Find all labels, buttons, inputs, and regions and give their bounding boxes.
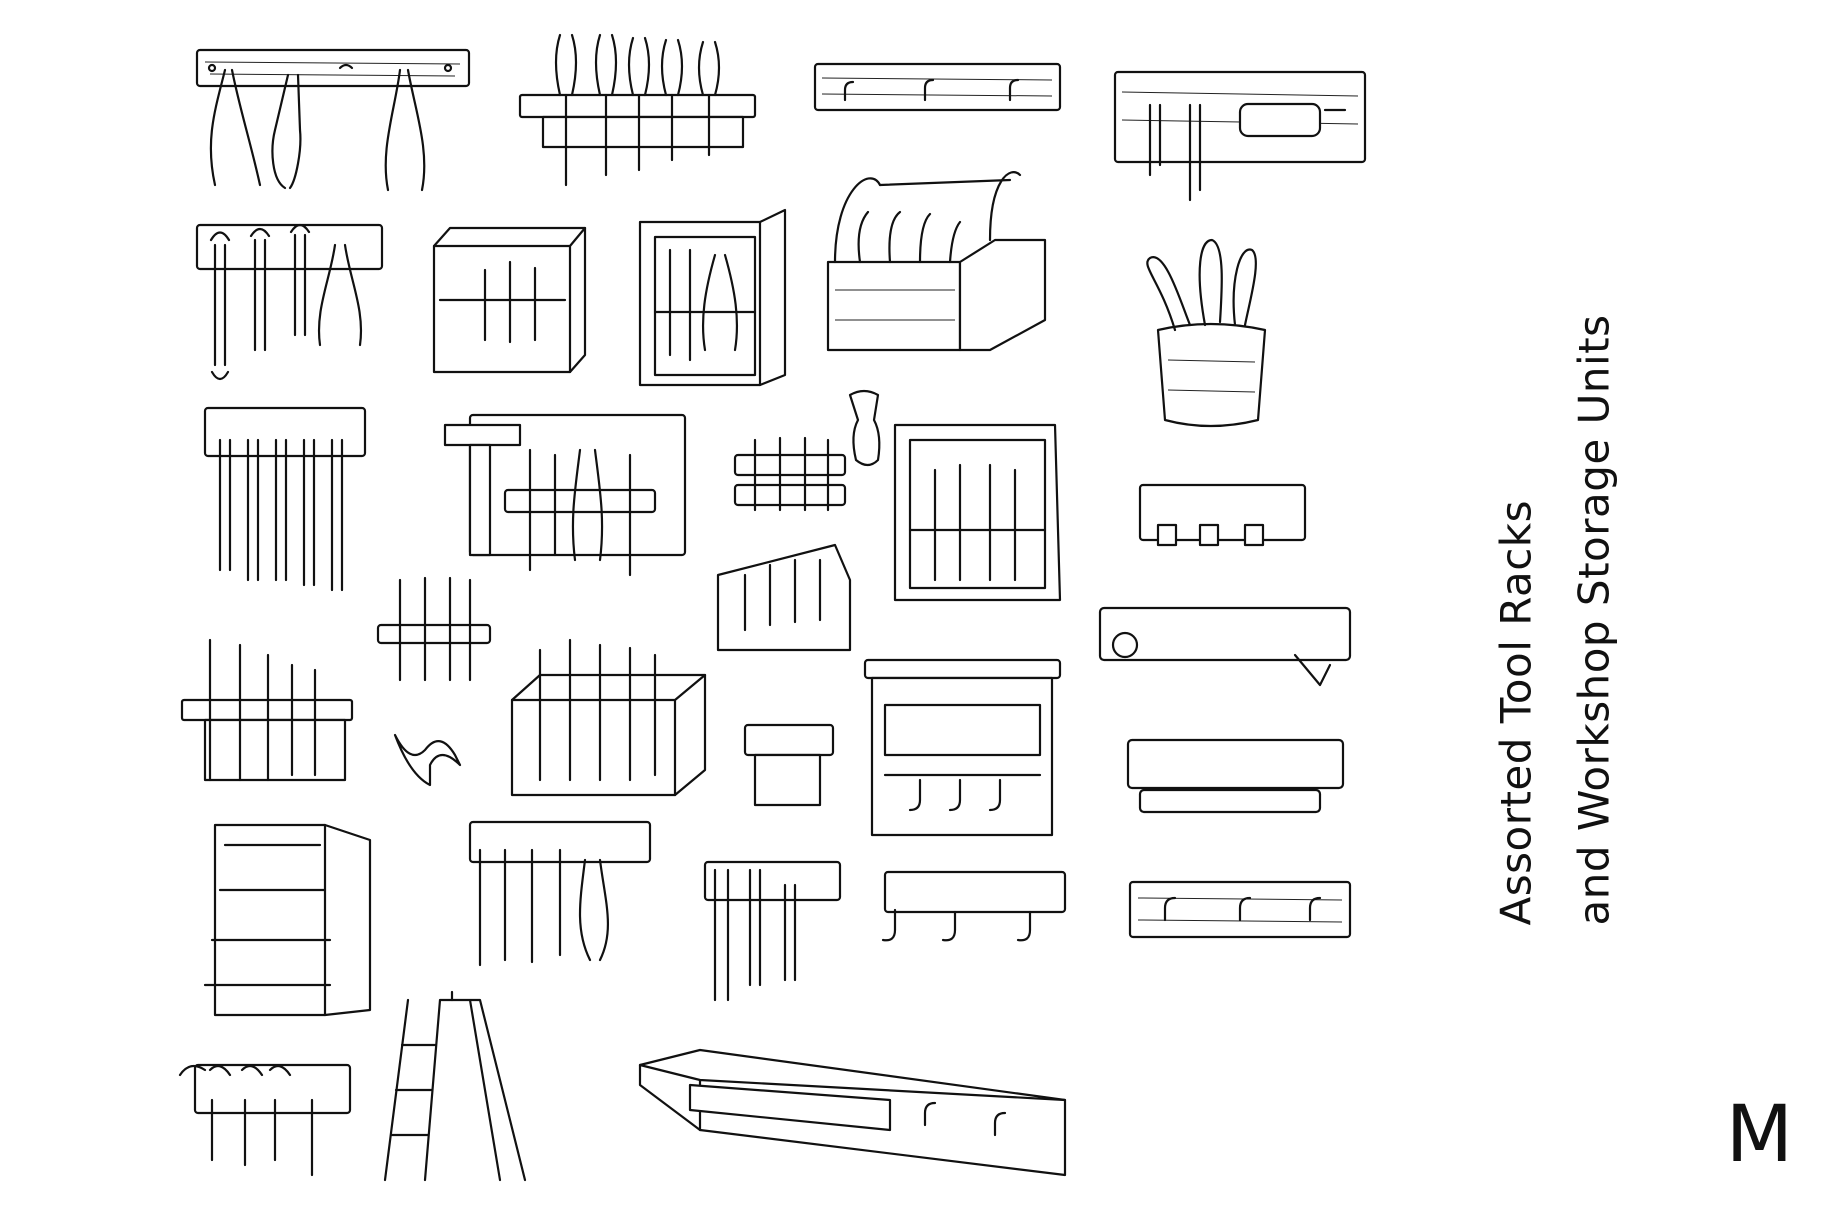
tool-cup bbox=[1147, 240, 1265, 426]
bracket-rack bbox=[745, 725, 833, 805]
peg-rack bbox=[1140, 485, 1305, 545]
mini-screwdriver-rack bbox=[378, 578, 490, 680]
wooden-toolbox bbox=[828, 172, 1045, 350]
screwdriver-shelf bbox=[182, 640, 352, 780]
roll-holder-rack bbox=[1115, 72, 1365, 200]
tool-cabinet bbox=[640, 210, 785, 385]
wrench-pliers-board bbox=[197, 225, 382, 379]
title-line-2: and Workshop Storage Units bbox=[1569, 314, 1618, 926]
wrench-board bbox=[705, 862, 840, 1000]
three-hook-board-2 bbox=[1130, 882, 1350, 937]
hook-shelf bbox=[865, 660, 1060, 835]
screwdriver-bin bbox=[718, 545, 850, 650]
vertical-title: Assorted Tool Racks and Workshop Storage… bbox=[1477, 315, 1633, 926]
title-line-1: Assorted Tool Racks bbox=[1491, 499, 1540, 926]
screwdriver-cabinet bbox=[895, 425, 1060, 600]
hook-tool-rack bbox=[180, 1065, 350, 1175]
screwdriver-wall-rack bbox=[520, 35, 755, 185]
title-block: Assorted Tool Racks and Workshop Storage… bbox=[1490, 270, 1620, 970]
step-shelf bbox=[205, 825, 370, 1015]
three-hook-rail bbox=[883, 872, 1065, 940]
pegboard-hammer bbox=[445, 415, 685, 575]
wall-bar bbox=[1100, 608, 1350, 685]
step-ladder bbox=[385, 992, 525, 1180]
wrench-rail bbox=[205, 408, 365, 590]
wrench-plier-rail bbox=[470, 822, 650, 965]
file-handle bbox=[850, 391, 879, 465]
pliers-hook-rack bbox=[197, 50, 469, 190]
level-rack bbox=[1128, 740, 1343, 812]
long-shelf-board bbox=[640, 1050, 1065, 1175]
brand-logo: M bbox=[1725, 1090, 1793, 1180]
triple-hook-board bbox=[815, 64, 1060, 110]
screwdriver-cubby bbox=[434, 228, 585, 372]
small-screwdriver-stand bbox=[735, 438, 845, 510]
clamp bbox=[395, 735, 460, 785]
screwdriver-crate bbox=[512, 640, 705, 795]
